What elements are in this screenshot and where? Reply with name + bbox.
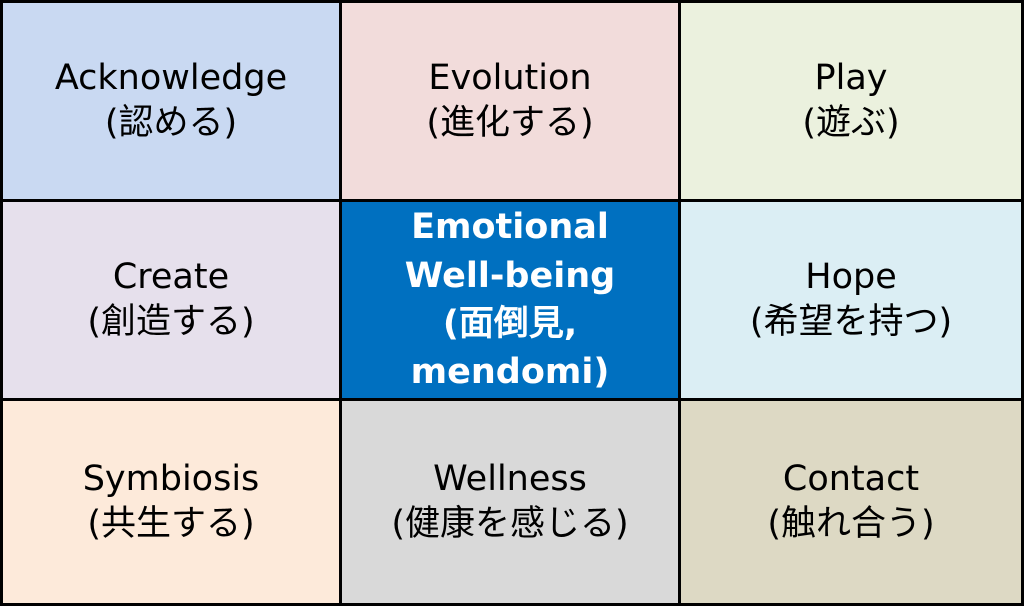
cell-title: Contact — [782, 458, 920, 499]
cell-subtitle: (創造する) — [87, 302, 255, 342]
cell-title: Hope — [805, 256, 897, 297]
cell-symbiosis: Symbiosis (共生する) — [3, 401, 342, 603]
cell-subtitle: (共生する) — [87, 504, 255, 544]
cell-title: Create — [112, 256, 230, 297]
cell-play: Play (遊ぶ) — [681, 3, 1021, 202]
cell-title: Wellness — [433, 458, 587, 499]
center-line-2: Well-being — [404, 255, 616, 296]
cell-title: Evolution — [428, 57, 592, 98]
cell-title: Acknowledge — [54, 57, 288, 98]
cell-subtitle: (遊ぶ) — [802, 103, 900, 143]
center-line-1: Emotional — [411, 207, 609, 248]
cell-subtitle: (希望を持つ) — [749, 302, 953, 342]
center-line-4: mendomi) — [410, 352, 610, 393]
cell-acknowledge: Acknowledge (認める) — [3, 3, 342, 202]
cell-subtitle: (認める) — [104, 103, 238, 143]
cell-wellness: Wellness (健康を感じる) — [342, 401, 681, 603]
cell-center-emotional-wellbeing: Emotional Well-being (面倒見, mendomi) — [342, 202, 681, 401]
center-line-3: (面倒見, — [442, 304, 578, 344]
cell-create: Create (創造する) — [3, 202, 342, 401]
cell-contact: Contact (触れ合う) — [681, 401, 1021, 603]
cell-title: Play — [814, 57, 888, 98]
cell-subtitle: (進化する) — [426, 103, 594, 143]
cell-title: Symbiosis — [82, 458, 260, 499]
cell-evolution: Evolution (進化する) — [342, 3, 681, 202]
cell-subtitle: (触れ合う) — [767, 504, 935, 544]
cell-hope: Hope (希望を持つ) — [681, 202, 1021, 401]
cell-subtitle: (健康を感じる) — [391, 504, 629, 544]
